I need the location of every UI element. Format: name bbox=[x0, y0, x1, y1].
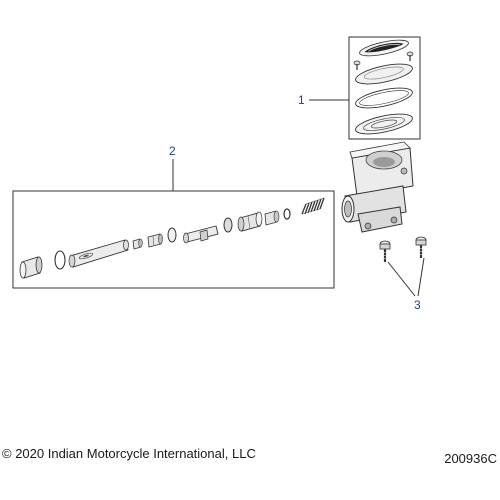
piston-cup bbox=[237, 211, 263, 232]
bushing bbox=[132, 238, 143, 250]
dust-boot bbox=[19, 256, 43, 279]
callout-3: 3 bbox=[414, 298, 421, 312]
bushing bbox=[147, 233, 163, 248]
cap-screw bbox=[406, 51, 414, 61]
copyright-notice: © 2020 Indian Motorcycle International, … bbox=[2, 446, 256, 461]
cover-plate bbox=[355, 63, 413, 85]
mounting-bolt bbox=[415, 236, 427, 258]
cap-kit-box bbox=[348, 36, 421, 140]
washer bbox=[167, 227, 177, 243]
callout-1: 1 bbox=[298, 93, 305, 107]
piston-seal bbox=[223, 217, 233, 233]
master-cylinder-body bbox=[341, 141, 414, 233]
cap-screw bbox=[353, 60, 361, 70]
cap-gasket bbox=[355, 87, 413, 109]
return-spring bbox=[301, 197, 325, 215]
leader-line-3b bbox=[417, 257, 425, 297]
piston bbox=[183, 225, 219, 244]
leader-line-3a bbox=[387, 261, 416, 297]
spacer bbox=[264, 210, 280, 226]
mounting-bolt bbox=[379, 240, 391, 262]
push-rod bbox=[68, 239, 129, 268]
diaphragm bbox=[355, 113, 413, 135]
o-ring bbox=[283, 208, 291, 220]
retaining-ring bbox=[54, 250, 66, 270]
reservoir-cap bbox=[359, 39, 409, 57]
callout-2: 2 bbox=[169, 144, 176, 158]
figure-id: 200936C bbox=[444, 451, 497, 466]
piston-kit-group bbox=[12, 190, 335, 289]
cap-kit-group bbox=[348, 36, 421, 140]
